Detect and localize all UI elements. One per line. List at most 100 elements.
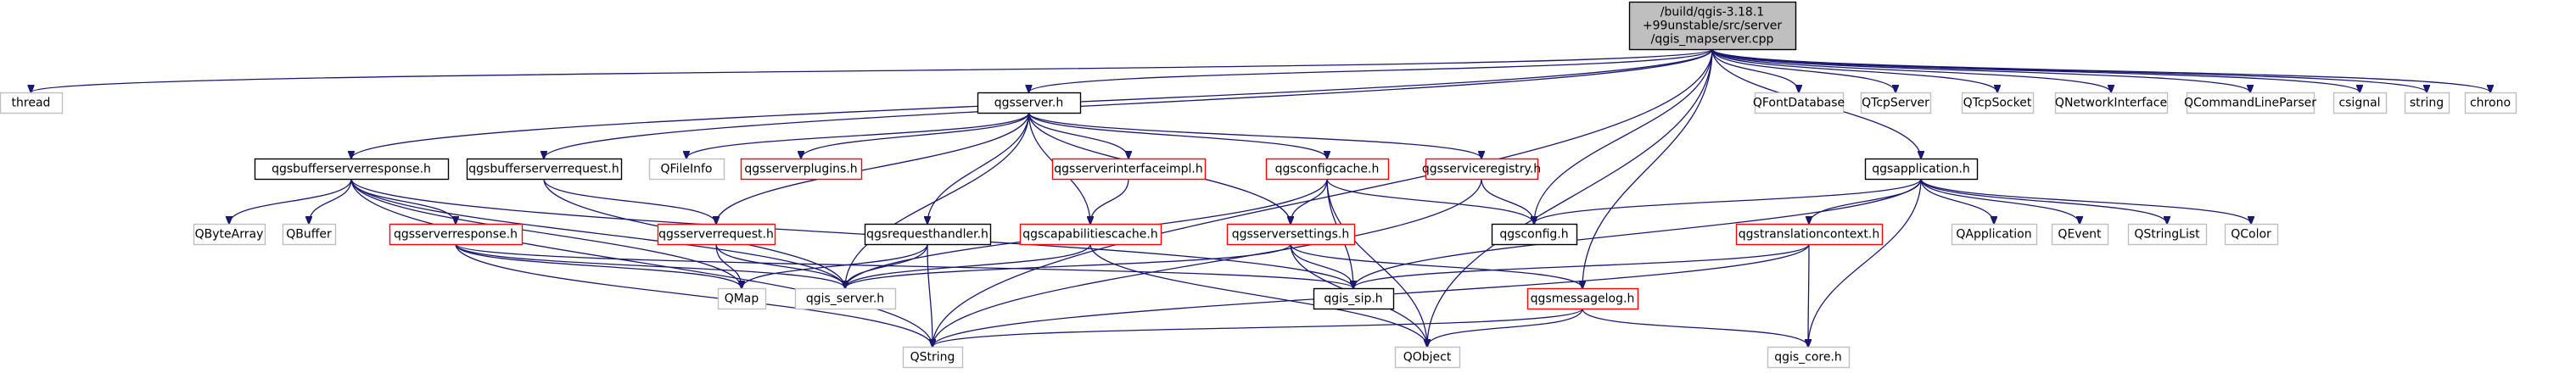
node-qcommandlineparser: QCommandLineParser [2184,92,2316,114]
edge-root-to-string [1711,48,2427,92]
node-qmap: QMap [717,287,767,310]
edge-qgsbufferserverresponse-to-qstring [350,178,932,347]
edge-qgsapplication-to-qgis_core [1808,178,1922,347]
node-qgstranslationcontext[interactable]: qgstranslationcontext.h [1735,223,1884,246]
node-box [657,223,776,246]
node-qstringlist: QStringList [2127,223,2208,246]
node-box [1051,158,1207,181]
node-label: QBuffer [286,228,332,242]
node-qgsbufferserverrequest[interactable]: qgsbufferserverrequest.h [466,158,623,181]
node-qgscapabilitiescache[interactable]: qgscapabilitiescache.h [1019,223,1162,246]
node-qapplication: QApplication [1951,223,2038,246]
edge-qgsserverresponse-to-qstring [455,243,932,347]
node-qfontdatabase: QFontDatabase [1753,92,1845,114]
node-box [2127,223,2208,246]
node-qgsbufferserverresponse[interactable]: qgsbufferserverresponse.h [254,158,450,181]
node-root[interactable]: /build/qgis-3.18.1+99unstable/src/server… [1628,1,1797,51]
node-box [2332,92,2388,114]
node-box [0,92,64,114]
node-qgsapplication[interactable]: qgsapplication.h [1864,158,1979,181]
node-box [648,158,725,181]
node-label: QObject [1403,351,1452,365]
node-qgsmessagelog[interactable]: qgsmessagelog.h [1526,287,1639,310]
node-box [2464,92,2517,114]
edge-qgsserversettings-to-qgsmessagelog [1290,243,1582,288]
node-qgsserverrequest[interactable]: qgsserverrequest.h [657,223,776,246]
node-qgsserver[interactable]: qgsserver.h [977,92,1082,114]
edge-qgsserversettings-to-qgis_server [845,243,1291,288]
node-label: QCommandLineParser [2184,97,2316,110]
node-label: qgsserver.h [994,97,1063,110]
edge-root-to-qnetworkinterface [1711,48,2111,92]
edge-root-to-qgsbufferserverrequest [544,48,1713,159]
node-label: qgsserverinterfaceimpl.h [1054,163,1202,176]
node-qgsserverresponse[interactable]: qgsserverresponse.h [389,223,524,246]
edge-qgsbufferserverresponse-to-qgis_sip [350,178,1353,288]
node-qgsconfig[interactable]: qgsconfig.h [1491,223,1578,246]
edge-qgscapabilitiescache-to-qgis_server [845,243,1091,288]
node-label: QTcpServer [1862,97,1929,110]
node-box [2224,223,2279,246]
node-csignal: csignal [2332,92,2388,114]
node-label: QEvent [2058,228,2102,242]
node-qgsserverplugins[interactable]: qgsserverplugins.h [740,158,863,181]
edge-qgsapplication-to-qevent [1920,178,2080,224]
node-qgis_sip[interactable]: qgis_sip.h [1313,287,1395,310]
edge-qgsapplication-to-qapplication [1920,178,1994,224]
edge-qgstranslationcontext-to-qgis_core [1808,243,1809,347]
node-qbytearray: QByteArray [193,223,266,246]
edge-qgsserverresponse-to-qmap [455,243,742,288]
node-thread: thread [0,92,64,114]
edge-root-to-qcommandlineparser [1711,48,2250,92]
node-qgsserversettings[interactable]: qgsserversettings.h [1226,223,1356,246]
node-box [466,158,623,181]
node-box [1754,92,1845,114]
node-qgsconfigcache[interactable]: qgsconfigcache.h [1265,158,1390,181]
edge-qgsapplication-to-qgsconfig [1534,178,1922,224]
edge-root-to-qgsmessagelog [1582,48,1713,288]
node-box [2054,92,2169,114]
node-qevent: QEvent [2051,223,2109,246]
edge-qgsserver-to-qgsserverplugins [801,112,1030,159]
node-label: QMap [725,292,759,306]
node-label: QStringList [2134,228,2200,242]
node-box [254,158,450,181]
node-label: qgscapabilitiescache.h [1022,228,1157,242]
node-label: csignal [2338,97,2380,110]
node-qtcpserver: QTcpServer [1860,92,1932,114]
node-label: qgsserverrequest.h [658,228,774,242]
node-qfileinfo: QFileInfo [648,158,725,181]
node-label: qgsserversettings.h [1232,228,1350,242]
node-label: thread [12,97,51,110]
edge-qgsserver-to-qgsconfigcache [1028,112,1328,159]
edge-root-to-thread [31,48,1713,92]
edge-qgsserver-to-qgsserverrequest [716,112,1030,224]
node-box [2404,92,2450,114]
node-label: QFontDatabase [1753,97,1845,110]
edge-qgsmessagelog-to-qgis_core [1582,308,1808,347]
edge-qgsserver-to-qfileinfo [686,112,1030,159]
node-qstring: QString [902,346,964,369]
edge-root-to-chrono [1711,48,2490,92]
edge-qgsconfigcache-to-qgsconfig [1326,178,1534,224]
edge-qgsrequesthandler-to-qmap [742,243,928,288]
node-box [193,223,266,246]
node-label: qgsbufferserverresponse.h [272,163,431,176]
node-box [1864,158,1979,181]
node-label: QNetworkInterface [2055,97,2167,110]
node-qobject: QObject [1394,346,1461,369]
edge-qgsserverresponse-to-qgis_server [455,243,845,288]
node-label: QTcpSocket [1963,97,2032,110]
edge-root-to-qtcpserver [1711,48,1896,92]
edge-qgsserverresponse-to-qgis_sip [455,243,1353,288]
node-qgsrequesthandler[interactable]: qgsrequesthandler.h [864,223,992,246]
node-qgsserverinterfaceimpl[interactable]: qgsserverinterfaceimpl.h [1051,158,1207,181]
node-box [1313,287,1395,310]
node-qgsserviceregistry[interactable]: qgsserviceregistry.h [1422,158,1541,181]
edge-qgsserviceregistry-to-qstring [932,178,1482,347]
edge-root-to-qgsserver [1029,48,1713,92]
node-label: +99unstable/src/server [1643,19,1782,33]
edge-qgsmessagelog-to-qobject [1427,308,1583,347]
node-box [389,223,524,246]
